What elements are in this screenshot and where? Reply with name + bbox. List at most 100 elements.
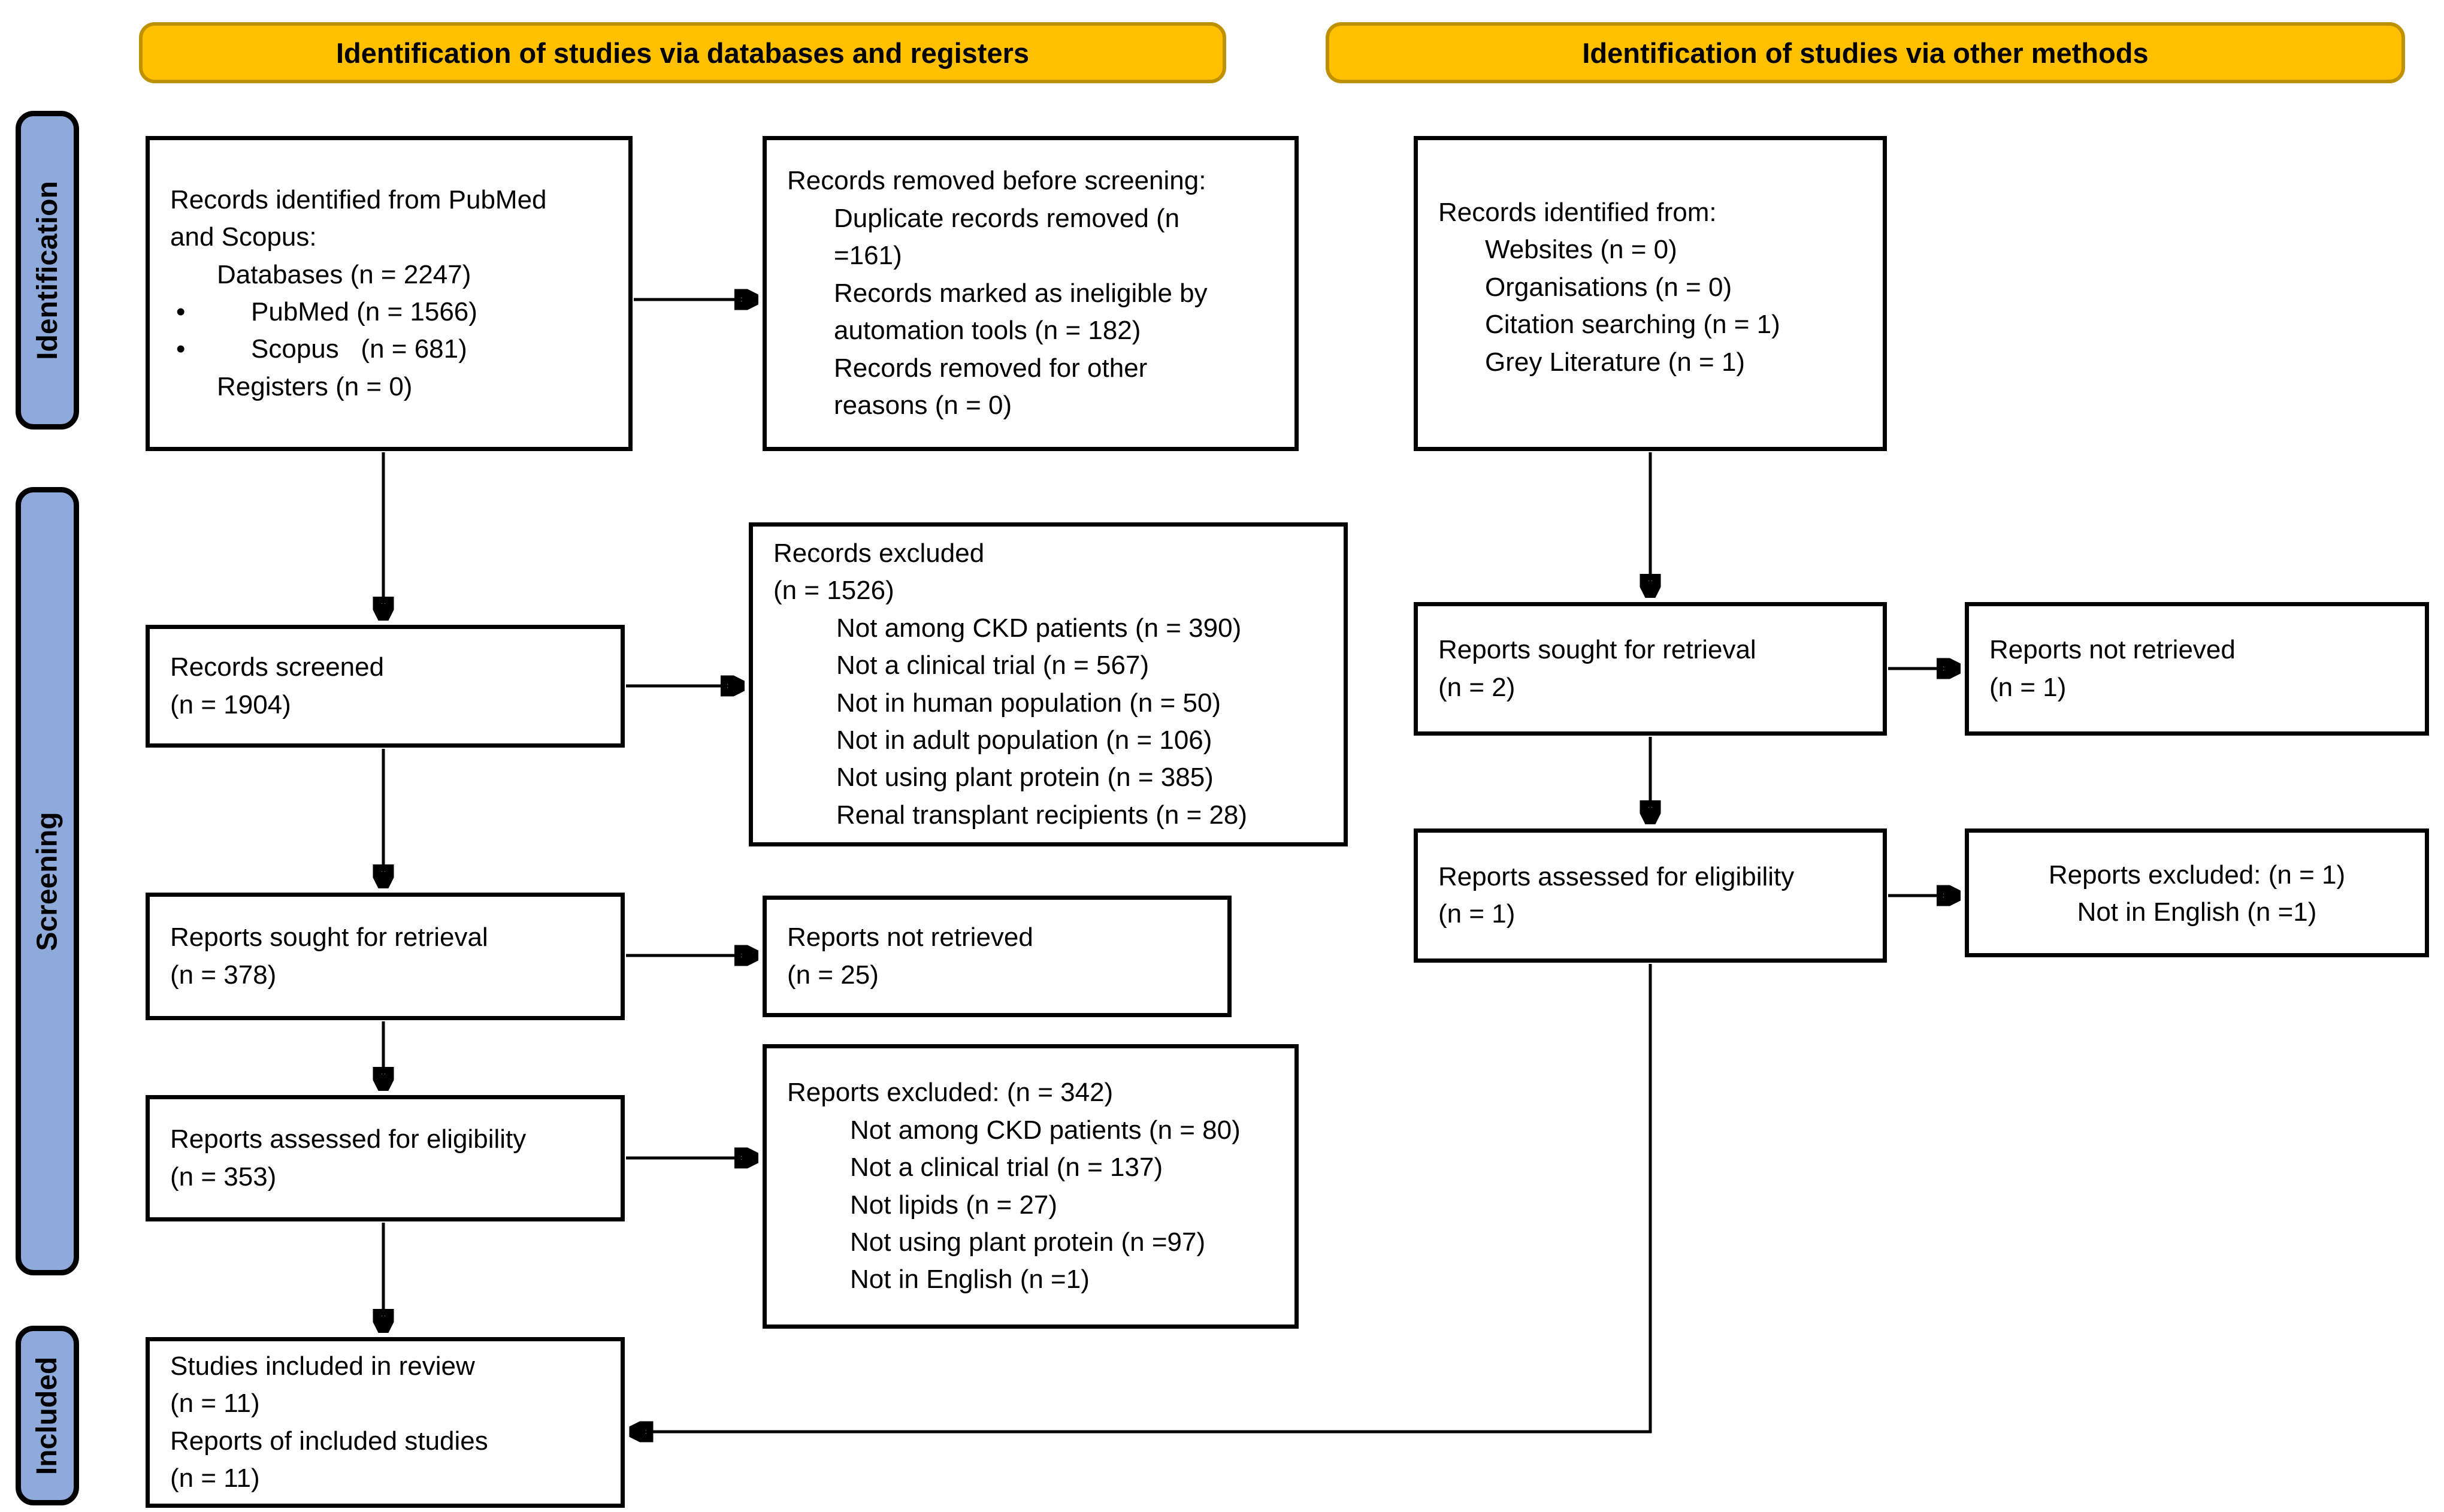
box-line: Reports assessed for eligibility [170,1121,600,1158]
box-line: (n = 11) [170,1460,600,1497]
box-records-removed-before-screening: Records removed before screening: Duplica… [763,136,1299,451]
box-line: Grey Literature (n = 1) [1438,344,1862,381]
box-reports-excluded-databases: Reports excluded: (n = 342) Not among CKD… [763,1044,1299,1329]
box-line-text: (n = 11) [170,1463,260,1493]
box-line: automation tools (n = 182) [787,312,1274,349]
box-line-text: Not in adult population (n = 106) [836,725,1212,755]
box-line: Not in human population (n = 50) [773,685,1323,722]
bullet-icon: • [176,334,186,364]
box-line-text: Records marked as ineligible by [834,278,1208,308]
box-line-text: (n = 353) [170,1162,277,1192]
box-line: Duplicate records removed (n [787,200,1274,237]
box-line: Organisations (n = 0) [1438,269,1862,306]
box-line-text: Records identified from: [1438,198,1717,227]
stage-identification-label: Identification [31,180,63,360]
box-line: (n = 1) [1989,669,2404,706]
box-line-text: Not using plant protein (n = 385) [836,763,1214,793]
box-line: (n = 353) [170,1159,600,1196]
box-line-text: Reports assessed for eligibility [170,1124,527,1154]
box-line-text: (n = 2) [1438,672,1516,702]
box-line: Citation searching (n = 1) [1438,306,1862,343]
box-line-text: Records removed before screening: [787,166,1206,196]
box-line-text: Records screened [170,652,385,682]
box-line: (n = 1) [1438,896,1862,933]
box-line-text: (n = 25) [787,960,879,990]
box-line: Reports sought for retrieval [170,919,600,956]
box-line: Not in English (n =1) [787,1261,1274,1298]
box-line-text: Not lipids (n = 27) [850,1190,1058,1220]
stage-included: Included [16,1326,79,1505]
box-line-text: Not using plant protein (n =97) [850,1227,1206,1257]
box-line: Reports excluded: (n = 342) [787,1074,1274,1111]
box-line-text: Reports excluded: (n = 342) [787,1078,1114,1108]
box-line: Websites (n = 0) [1438,231,1862,268]
box-line-text: (n = 1526) [773,576,894,606]
box-line: Reports sought for retrieval [1438,631,1862,669]
box-records-identified-other: Records identified from: Websites (n = 0)… [1414,136,1887,451]
box-line: Records removed before screening: [787,162,1274,199]
banner-other-methods: Identification of studies via other meth… [1326,22,2405,83]
box-line-text: Scopus (n = 681) [251,334,467,364]
stage-included-label: Included [31,1356,63,1475]
box-line: Not among CKD patients (n = 80) [787,1112,1274,1149]
box-line: (n = 2) [1438,669,1862,706]
box-line: Not a clinical trial (n = 567) [773,647,1323,684]
box-line: Records identified from PubMed [170,182,608,219]
box-line: Not among CKD patients (n = 390) [773,610,1323,647]
box-line: Reports not retrieved [1989,631,2404,669]
box-line: Reports not retrieved [787,919,1207,956]
box-line: and Scopus: [170,219,608,256]
box-line-text: (n = 11) [170,1389,260,1419]
box-line-text: Reports sought for retrieval [1438,635,1756,665]
box-line-text: (n = 1904) [170,690,291,719]
banner-other-methods-label: Identification of studies via other meth… [1582,37,2149,69]
box-line-text: Records excluded [773,538,985,568]
box-line: Renal transplant recipients (n = 28) [773,797,1323,834]
box-line-text: Not a clinical trial (n = 137) [850,1153,1163,1183]
box-line-text: (n = 378) [170,960,277,990]
box-line: (n = 378) [170,957,600,994]
box-line: Not in adult population (n = 106) [773,722,1323,759]
box-line: Not using plant protein (n =97) [787,1224,1274,1261]
box-line: (n = 11) [170,1385,600,1422]
box-line-text: Organisations (n = 0) [1485,272,1732,302]
box-line: Records screened [170,649,600,686]
box-reports-not-retrieved-databases: Reports not retrieved (n = 25) [763,896,1232,1017]
box-reports-assessed-databases: Reports assessed for eligibility (n = 353… [146,1095,625,1221]
box-line-text: Websites (n = 0) [1485,235,1677,265]
box-line-text: Not in English (n =1) [2077,897,2317,927]
box-line: Not in English (n =1) [1989,894,2404,931]
box-line-text: Duplicate records removed (n [834,203,1180,233]
box-line-text: PubMed (n = 1566) [251,297,477,326]
box-line-text: Reports not retrieved [787,923,1033,952]
box-reports-sought-other: Reports sought for retrieval (n = 2) [1414,602,1887,736]
stage-identification: Identification [16,111,79,430]
box-line-text: Studies included in review [170,1351,475,1381]
box-reports-sought-databases: Reports sought for retrieval (n = 378) [146,893,625,1020]
stage-screening: Screening [16,487,79,1275]
box-line-text: Renal transplant recipients (n = 28) [836,800,1248,830]
box-line: Reports assessed for eligibility [1438,858,1862,896]
box-records-screened: Records screened (n = 1904) [146,625,625,748]
box-line-text: Not in English (n =1) [850,1265,1090,1295]
box-line: Reports excluded: (n = 1) [1989,857,2404,894]
box-line-text: Records removed for other [834,353,1148,383]
box-line: Records marked as ineligible by [787,275,1274,312]
box-line-text: Not among CKD patients (n = 80) [850,1115,1241,1145]
box-line: =161) [787,237,1274,274]
box-line-text: Reports assessed for eligibility [1438,861,1795,891]
banner-databases-registers-label: Identification of studies via databases … [335,37,1030,69]
box-line: reasons (n = 0) [787,387,1274,424]
stage-screening-label: Screening [31,811,63,951]
box-line-text: (n = 1) [1438,899,1516,929]
bullet-icon: • [176,297,186,326]
box-line: (n = 1526) [773,572,1323,609]
box-reports-not-retrieved-other: Reports not retrieved(n = 1) [1965,602,2429,736]
box-line: Registers (n = 0) [170,368,608,406]
box-line: • Scopus (n = 681) [170,331,608,368]
box-line: Databases (n = 2247) [170,256,608,294]
box-line: Records removed for other [787,350,1274,387]
box-line-text: Grey Literature (n = 1) [1485,347,1746,377]
box-line-text: Not a clinical trial (n = 567) [836,651,1150,681]
box-line-text: reasons (n = 0) [834,391,1012,421]
